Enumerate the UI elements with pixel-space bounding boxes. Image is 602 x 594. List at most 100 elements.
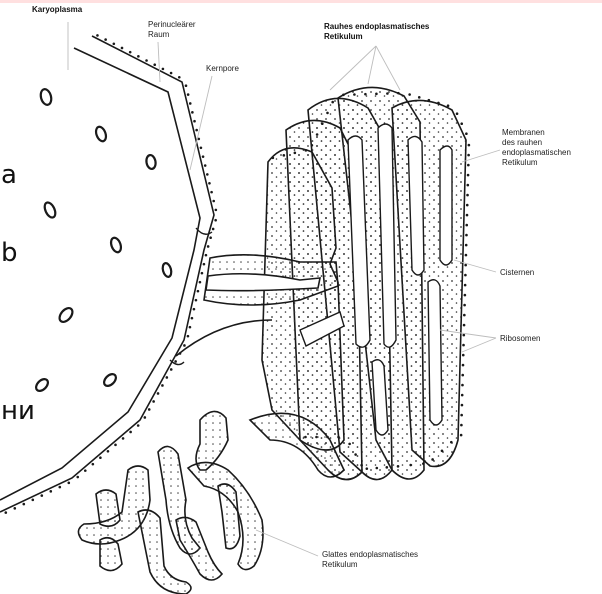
ribosome-dot xyxy=(386,466,389,469)
ribosome-dot xyxy=(152,400,155,403)
smooth-er-tubule xyxy=(100,538,122,571)
ribosome-dot xyxy=(214,219,217,222)
label-rough-er: Rauhes endoplasmatisches Retikulum xyxy=(324,22,429,42)
label-perinuclear-space: Perinucleärer Raum xyxy=(148,20,196,40)
ribosome-dot xyxy=(283,154,286,157)
side-text-1: a xyxy=(1,160,17,190)
ribosome-dot xyxy=(331,101,334,104)
ribosome-dot xyxy=(467,154,470,157)
ribosome-dot xyxy=(129,431,132,434)
ribosome-dot xyxy=(153,63,156,66)
ribosome-dot xyxy=(311,144,314,147)
ribosome-dot xyxy=(461,404,464,407)
smooth-er-tubule xyxy=(96,490,120,526)
ribosome-dot xyxy=(144,416,147,419)
ribosome-dot xyxy=(92,463,95,466)
ribosome-dot xyxy=(76,476,79,479)
ribosome-dot xyxy=(203,263,206,266)
ribosome-dot xyxy=(187,93,190,96)
ribosome-dot xyxy=(104,38,107,41)
ribosome-dot xyxy=(342,94,345,97)
ribosome-dot xyxy=(465,244,468,247)
ribosome-dot xyxy=(464,284,467,287)
ribosome-dot xyxy=(185,84,188,87)
ribosome-dot xyxy=(464,274,467,277)
ribosome-dot xyxy=(463,324,466,327)
er-connector xyxy=(176,320,272,356)
ribosome-dot xyxy=(114,444,117,447)
ribosome-dot xyxy=(326,112,329,115)
ribosome-dot xyxy=(462,334,465,337)
ribosome-dot xyxy=(441,450,444,453)
ribosome-dot xyxy=(197,290,200,293)
ribosome-dot xyxy=(67,482,70,485)
leader-kernpore xyxy=(190,76,212,170)
ribosome-dot xyxy=(460,424,463,427)
ribosome-dot xyxy=(418,96,421,99)
leader-rough-er xyxy=(376,46,400,90)
ribosome-dot xyxy=(437,102,440,105)
ribosome-dot xyxy=(99,456,102,459)
ribosome-dot xyxy=(121,47,124,50)
ribosome-dot xyxy=(461,374,464,377)
ribosome-dot xyxy=(137,424,140,427)
leader-ribosomes xyxy=(462,338,496,352)
ribosome-dot xyxy=(205,254,208,257)
ribosome-dot xyxy=(113,42,116,45)
cistern-lumen xyxy=(440,146,452,265)
leader-rough-er xyxy=(368,46,376,84)
ribosome-dot xyxy=(366,467,369,470)
ribosome-dot xyxy=(467,174,470,177)
ribosome-dot xyxy=(461,394,464,397)
ribosome-dot xyxy=(294,152,297,155)
ribosome-dot xyxy=(189,326,192,329)
ribosome-dot xyxy=(465,234,468,237)
ribosome-dot xyxy=(208,182,211,185)
ribosome-dot xyxy=(200,146,203,149)
ribosome-dot xyxy=(183,344,186,347)
ribosome-dot xyxy=(337,436,340,439)
ribosome-dot xyxy=(22,503,25,506)
ribosome-dot xyxy=(166,376,169,379)
ribosome-dot xyxy=(58,486,61,489)
ribosome-dot xyxy=(409,464,412,467)
ribosome-dot xyxy=(364,93,367,96)
ribosome-dot xyxy=(189,102,192,105)
ribosome-dot xyxy=(191,317,194,320)
ribosome-dot xyxy=(462,354,465,357)
ribosome-dot xyxy=(207,245,210,248)
membrane-ribosomes xyxy=(4,34,217,514)
label-membranes: Membranen des rauhen endoplasmatischen R… xyxy=(502,128,571,168)
ribosome-dot xyxy=(49,490,52,493)
cistern-lumen xyxy=(428,280,442,425)
ribosome-dot xyxy=(408,93,411,96)
label-ribosomes: Ribosomen xyxy=(500,334,540,344)
ribosome-dot xyxy=(462,344,465,347)
leader-smooth-er xyxy=(256,530,318,556)
ribosome-dot xyxy=(129,51,132,54)
leader-perinuclear xyxy=(158,42,160,82)
ribosome-dot xyxy=(199,281,202,284)
ribosome-dot xyxy=(460,122,463,125)
label-karyoplasma: Karyoplasma xyxy=(32,5,82,15)
ribosome-dot xyxy=(465,254,468,257)
ribosome-dot xyxy=(162,68,165,71)
label-nuclear-pore: Kernpore xyxy=(206,64,239,74)
ribosome-dot xyxy=(447,104,450,107)
ribosome-dot xyxy=(466,204,469,207)
ribosome-dot xyxy=(204,164,207,167)
ribosome-dot xyxy=(178,76,181,79)
ribosome-dot xyxy=(202,155,205,158)
ribosome-dot xyxy=(31,499,34,502)
ribosome-dot xyxy=(191,111,194,114)
ribosome-dot xyxy=(456,112,459,115)
ribosome-dot xyxy=(428,99,431,102)
ribosome-dot xyxy=(305,149,308,152)
ribosome-dot xyxy=(460,434,463,437)
ribosome-dot xyxy=(209,236,212,239)
ribosome-dot xyxy=(40,494,43,497)
ribosome-dot xyxy=(212,200,215,203)
ribosome-dot xyxy=(4,511,7,514)
ribosome-dot xyxy=(397,92,400,95)
ribosome-dot xyxy=(353,93,356,96)
